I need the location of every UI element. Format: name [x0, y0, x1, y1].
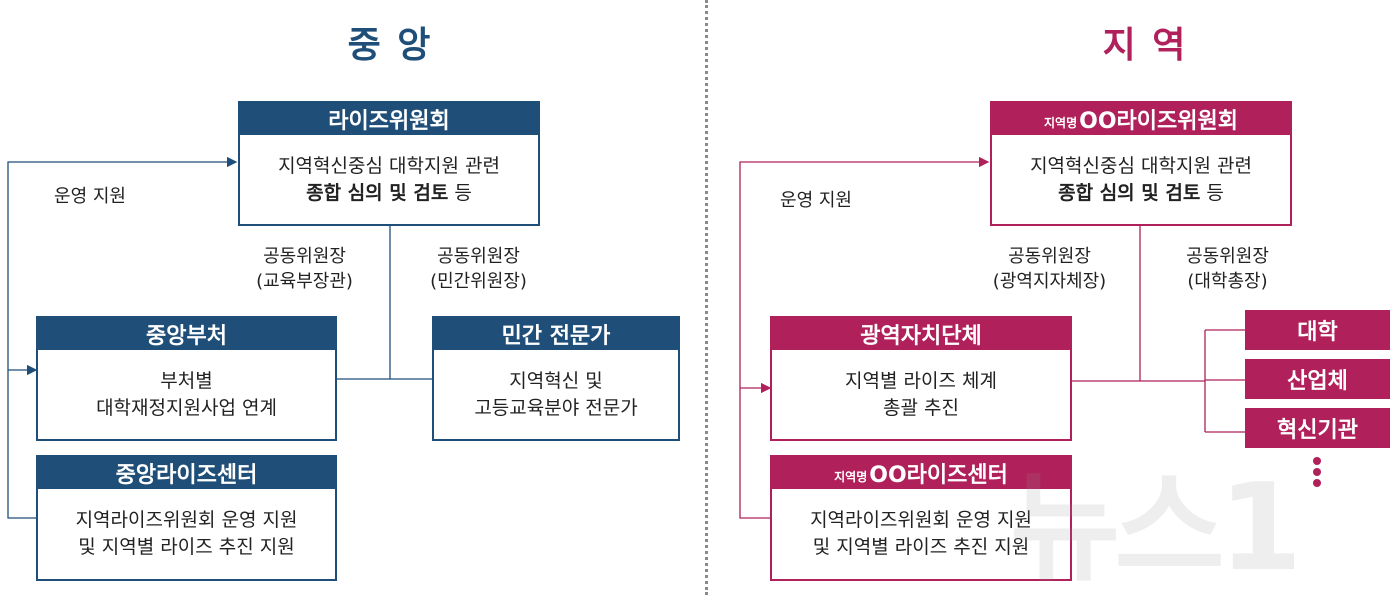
more-dot [1313, 479, 1321, 487]
regional-cochair-right: 공동위원장(대학총장) [1186, 246, 1269, 292]
partner-industry: 산업체 [1245, 359, 1390, 399]
regional-support-line [739, 156, 990, 519]
news1-watermark-logo: 뉴스1 [1010, 459, 1302, 598]
central-ministries-header: 중앙부처 [38, 318, 335, 350]
central-center-box: 중앙라이즈센터 지역라이즈위원회 운영 지원 및 지역별 라이즈 추진 지원 [36, 455, 337, 581]
central-cochair-left: 공동위원장(교육부장관) [256, 246, 353, 292]
regional-committee-body: 지역혁신중심 대학지원 관련 종합 심의 및 검토 등 [1030, 154, 1252, 204]
regional-support-label: 운영 지원 [780, 190, 852, 211]
central-committee-header: 라이즈위원회 [240, 103, 538, 135]
partner-university: 대학 [1245, 310, 1390, 350]
regional-cochair-left: 공동위원장(광역지자체장) [992, 246, 1107, 292]
central-committee-line2: 종합 심의 및 검토 등 [306, 181, 472, 204]
regional-government-box: 광역자치단체 지역별 라이즈 체계 총괄 추진 [770, 316, 1072, 441]
more-dot [1313, 468, 1321, 476]
center-divider [705, 0, 708, 595]
central-committee-line1: 지역혁신중심 대학지원 관련 [278, 154, 500, 177]
regional-center-body: 지역라이즈위원회 운영 지원 및 지역별 라이즈 추진 지원 [810, 509, 1032, 558]
regional-title: 지 역 [1102, 25, 1188, 66]
central-center-body: 지역라이즈위원회 운영 지원 및 지역별 라이즈 추진 지원 [75, 509, 298, 558]
central-ministries-box: 중앙부처 부처별 대학재정지원사업 연계 [36, 316, 337, 441]
central-experts-header: 민간 전문가 [434, 318, 678, 350]
central-committee-box: 라이즈위원회 지역혁신중심 대학지원 관련 종합 심의 및 검토 등 [238, 101, 540, 226]
partner-innovation-institute: 혁신기관 [1245, 408, 1390, 448]
regional-partner-bracket [1204, 329, 1245, 433]
central-cochair-right: 공동위원장(민간위원장) [430, 246, 527, 292]
central-experts-box: 민간 전문가 지역혁신 및 고등교육분야 전문가 [432, 316, 680, 441]
more-dot [1313, 457, 1321, 465]
central-experts-body: 지역혁신 및 고등교육분야 전문가 [474, 369, 638, 419]
central-committee-body: 지역혁신중심 대학지원 관련 종합 심의 및 검토 등 [240, 135, 538, 224]
central-ministries-body: 부처별 대학재정지원사업 연계 [96, 369, 277, 419]
central-center-header: 중앙라이즈센터 [38, 457, 335, 489]
regional-government-header: 광역자치단체 [772, 318, 1070, 350]
regional-government-body: 지역별 라이즈 체계 총괄 추진 [845, 369, 997, 419]
central-support-label: 운영 지원 [54, 186, 126, 207]
central-support-line [7, 156, 238, 519]
central-title: 중 앙 [347, 25, 433, 66]
